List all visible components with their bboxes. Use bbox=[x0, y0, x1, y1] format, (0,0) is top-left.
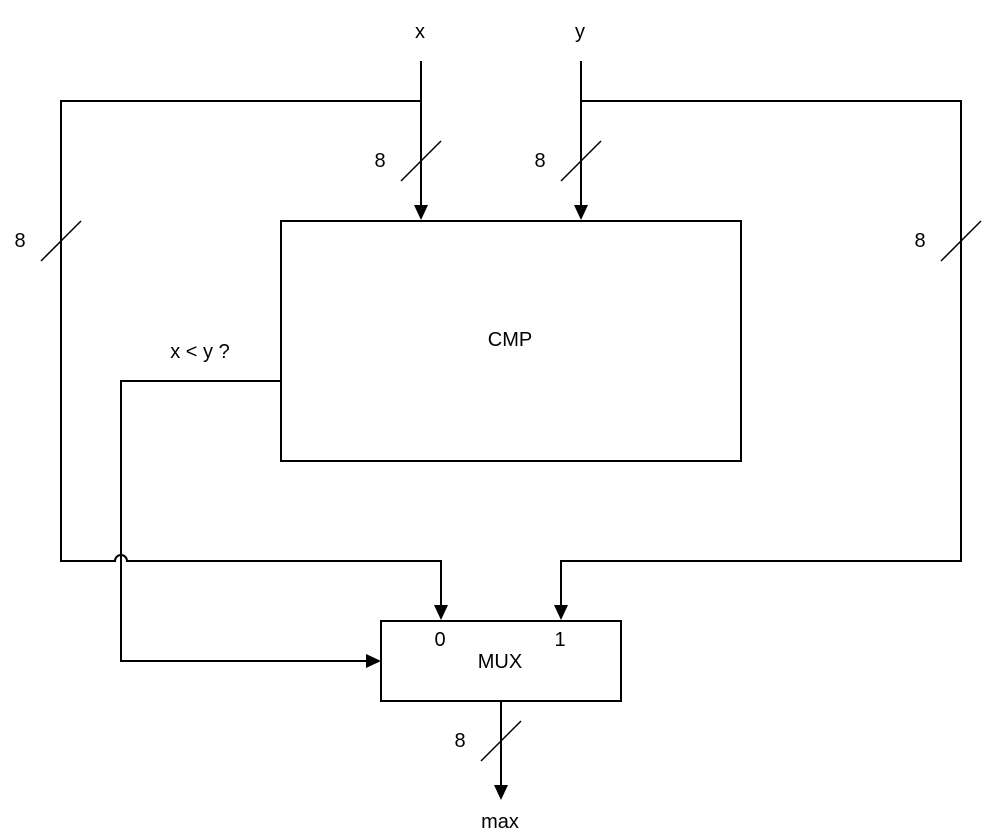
wire-select-to-mux bbox=[120, 380, 366, 662]
mux-block bbox=[380, 620, 622, 702]
mux-label: MUX bbox=[478, 651, 522, 673]
bus-width-label-y: 8 bbox=[534, 150, 545, 172]
bus-width-tick-x bbox=[400, 140, 442, 182]
arrowhead-y-cmp bbox=[574, 205, 588, 220]
arrowhead-output bbox=[494, 785, 508, 800]
cmp-output-label: x < y ? bbox=[170, 341, 229, 363]
bus-width-tick-y bbox=[560, 140, 602, 182]
input-y-label: y bbox=[575, 21, 585, 43]
bus-width-label-left: 8 bbox=[14, 230, 25, 252]
mux-input-1-label: 1 bbox=[554, 629, 565, 651]
bus-width-tick-left bbox=[40, 220, 82, 262]
arrowhead-x-cmp bbox=[414, 205, 428, 220]
input-x-label: x bbox=[415, 21, 425, 43]
bus-width-label-x: 8 bbox=[374, 150, 385, 172]
arrowhead-mux-input-0 bbox=[434, 605, 448, 620]
bus-width-tick-output bbox=[480, 720, 522, 762]
bus-width-label-output: 8 bbox=[454, 730, 465, 752]
mux-input-0-label: 0 bbox=[434, 629, 445, 651]
arrowhead-mux-select bbox=[366, 654, 381, 668]
cmp-label: CMP bbox=[488, 329, 532, 351]
bus-width-label-right: 8 bbox=[914, 230, 925, 252]
bus-width-tick-right bbox=[940, 220, 982, 262]
arrowhead-mux-input-1 bbox=[554, 605, 568, 620]
wire-y-to-mux-1 bbox=[560, 100, 962, 606]
output-max-label: max bbox=[481, 811, 519, 833]
cmp-block bbox=[280, 220, 742, 462]
